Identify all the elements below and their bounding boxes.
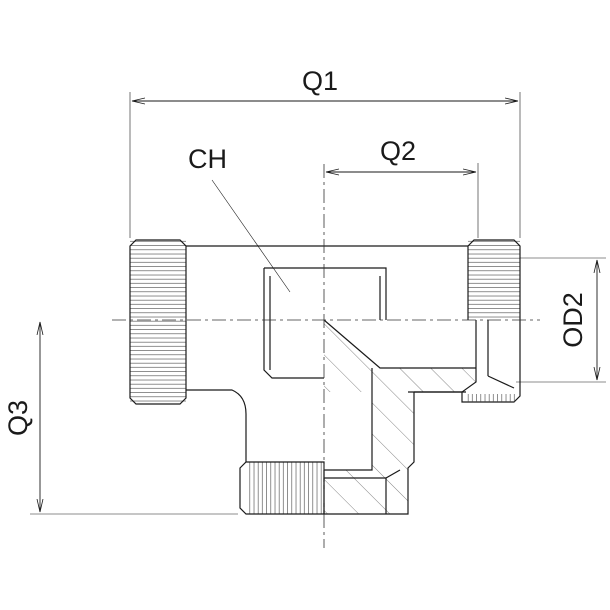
- callout-ch: CH: [188, 144, 291, 293]
- left-thread-end: [129, 239, 187, 405]
- fitting-body: [129, 239, 521, 515]
- right-section: [461, 320, 521, 403]
- internal-hex-socket: [263, 267, 387, 379]
- right-thread-end: [467, 239, 521, 320]
- q3-label: Q3: [3, 400, 33, 436]
- od2-label: OD2: [558, 292, 588, 348]
- section-hatch: [323, 319, 476, 515]
- ch-label: CH: [188, 144, 227, 174]
- bottom-thread-end: [239, 461, 325, 515]
- dimension-q1: Q1: [129, 66, 521, 238]
- dimension-od2: OD2: [516, 257, 606, 383]
- q1-label: Q1: [302, 66, 338, 96]
- dimension-q3: Q3: [3, 322, 238, 515]
- q2-label: Q2: [380, 136, 416, 166]
- dimension-q2: Q2: [326, 136, 479, 238]
- center-lines: [112, 164, 540, 548]
